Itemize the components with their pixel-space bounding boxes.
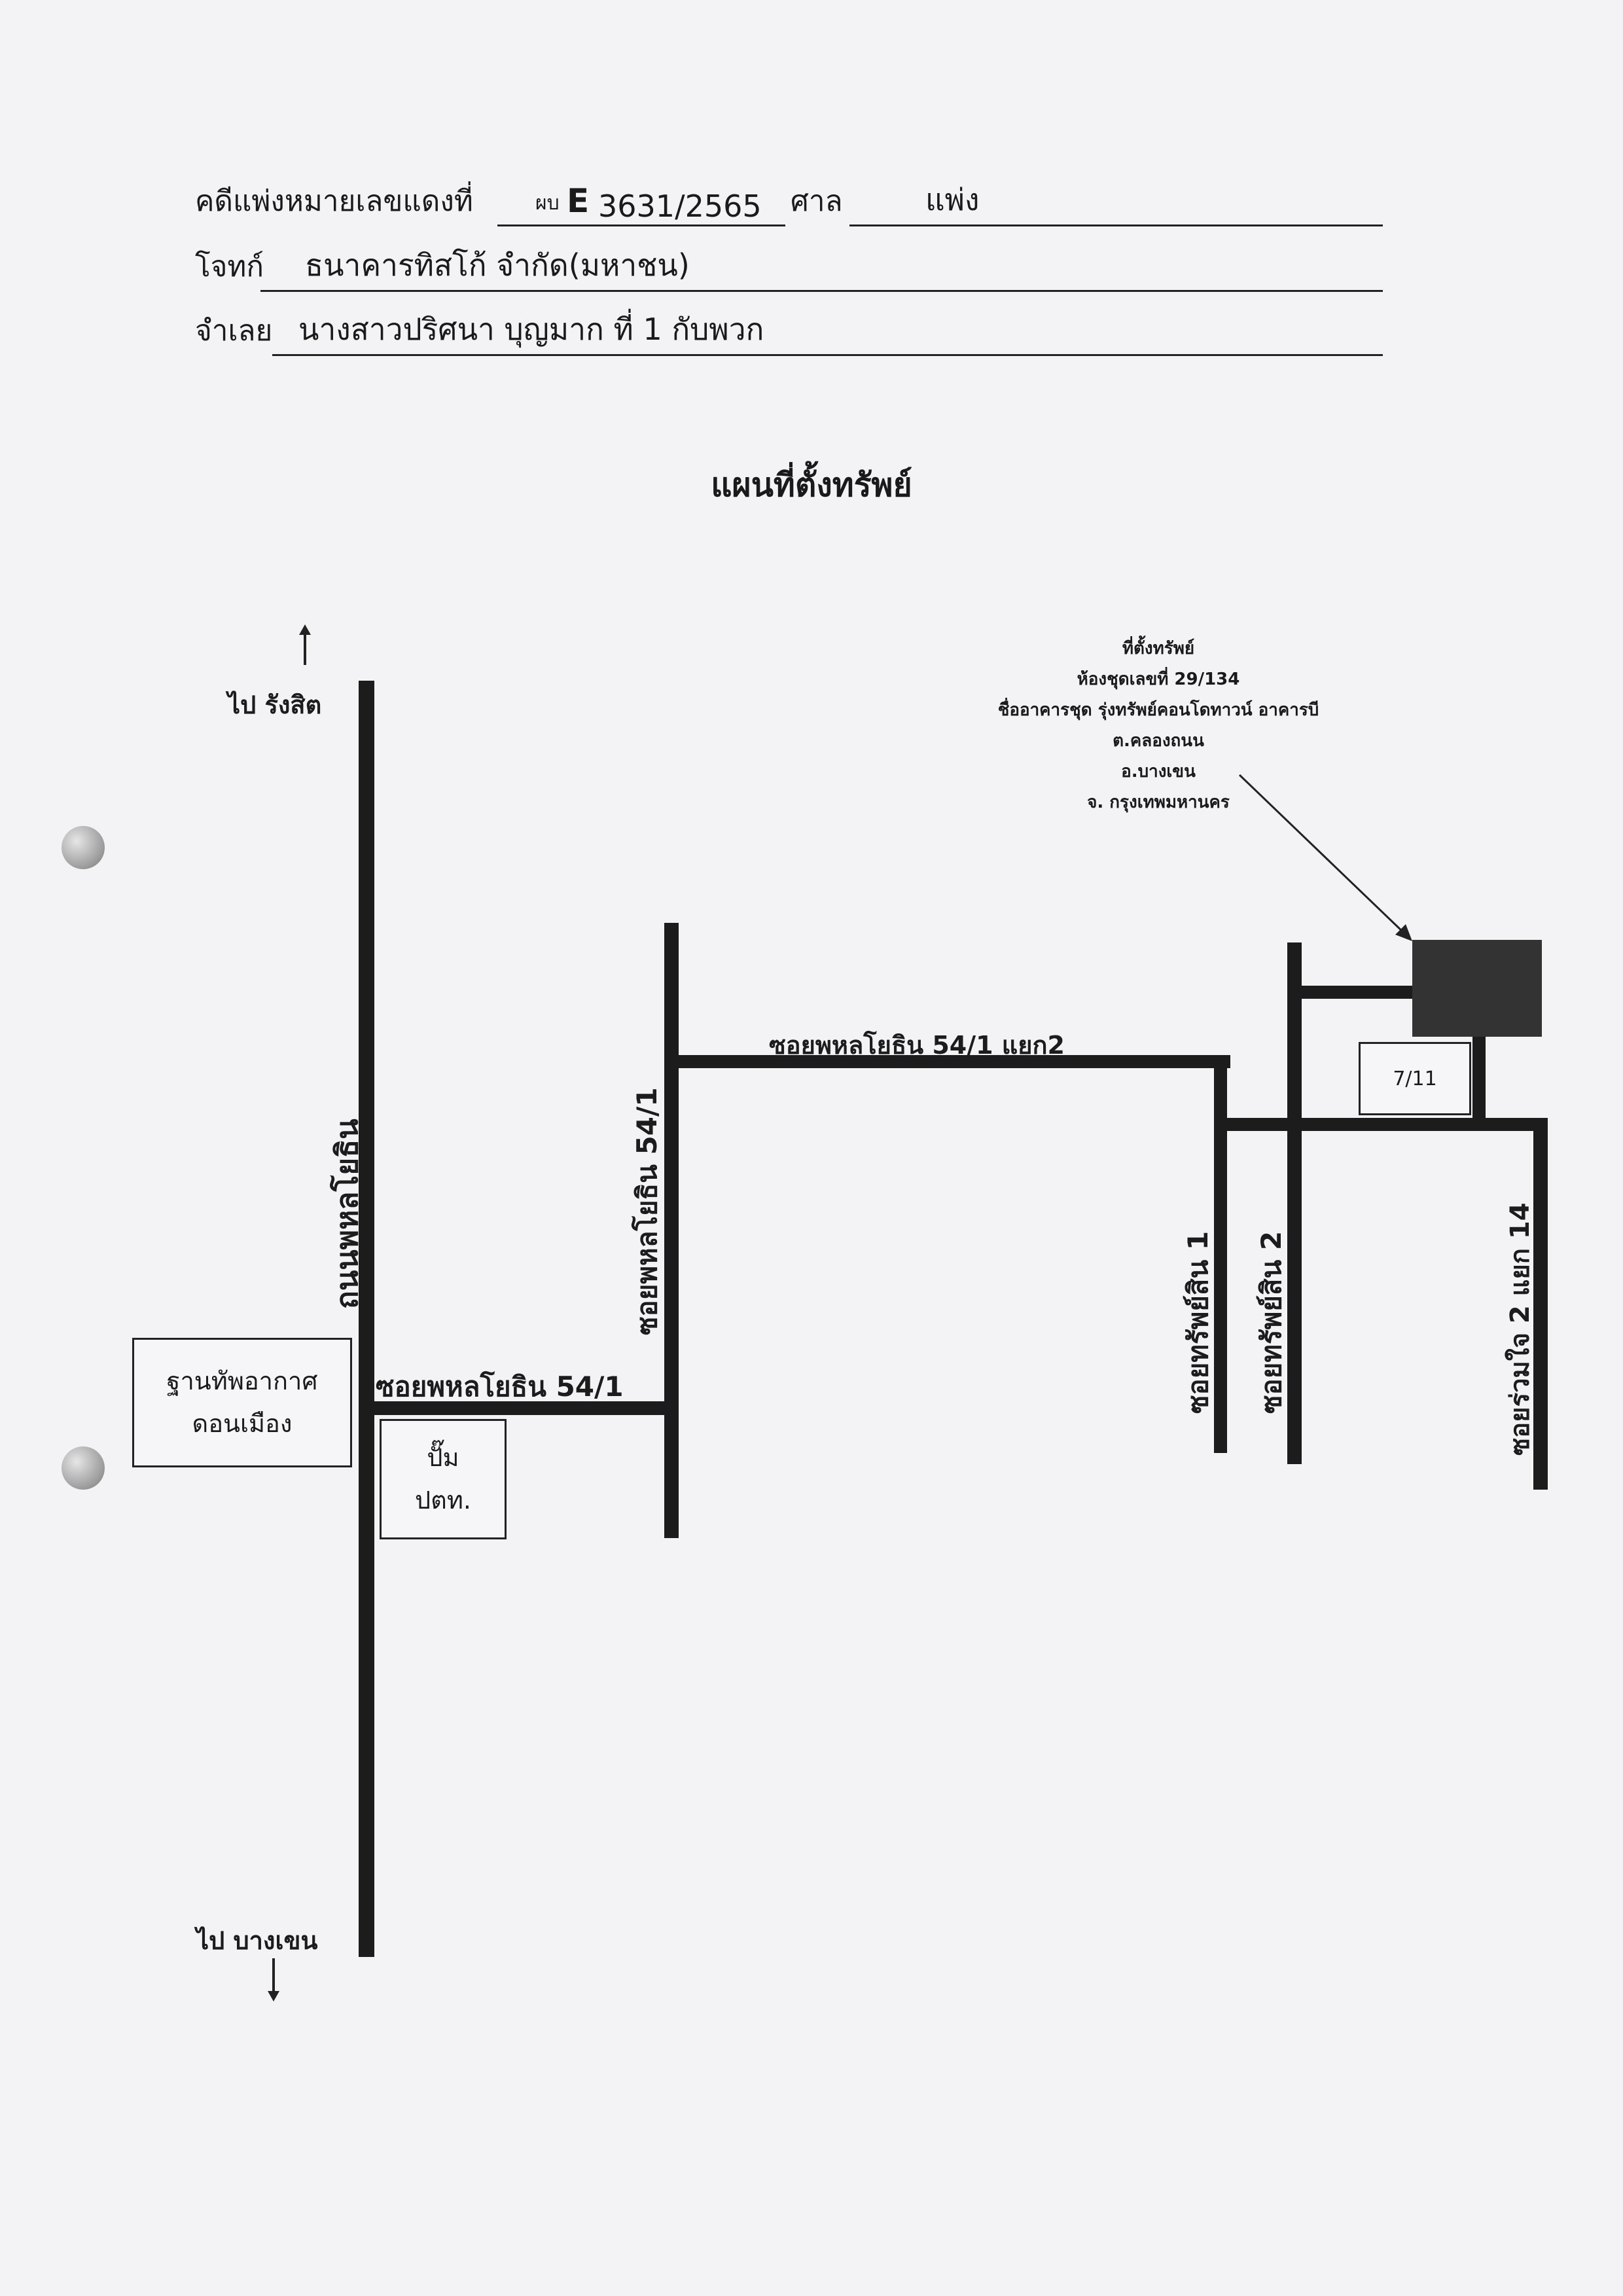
airbase-line-1: ฐานทัพอากาศ [166,1367,318,1396]
connector-road [1227,1118,1548,1131]
property-line-1: ห้องชุดเลขที่ 29/134 [1077,670,1240,689]
case-prefix: ผบ [535,192,560,215]
to-rangsit-label: ไป รังสิต [228,691,322,719]
branch-to-property-road [1302,986,1413,999]
gas-line-1: ปั๊ม [427,1443,459,1473]
plaintiff-underline [260,290,1383,292]
defendant-value: นางสาวปริศนา บุญมาก ที่ 1 กับพวก [298,312,764,347]
defendant-label: จำเลย [195,314,273,348]
case-number-row: คดีแพ่งหมายเลขแดงที่ ผบ E 3631/2565 ศาล … [195,182,1383,229]
soi-sapsin-1-label: ซอยทรัพย์สิน 1 [1182,1230,1214,1414]
court-value: แพ่ง [925,182,980,217]
property-pointer-arrow [1238,774,1412,941]
south-arrow-icon [268,1958,279,2001]
soi-54-1-vertical-label: ซอยพหลโยธิน 54/1 [631,1087,663,1335]
case-number-label: คดีแพ่งหมายเลขแดงที่ [195,185,473,218]
property-description: ที่ตั้งทรัพย์ ห้องชุดเลขที่ 29/134 ชื่ออ… [929,634,1387,818]
phahonyothin-road-label: ถนนพหลโยธิน [329,1119,365,1309]
ptt-gas-station-box: ปั๊ม ปตท. [380,1419,507,1539]
case-letter: E [567,182,590,220]
soi-sapsin-2-road [1287,942,1302,1464]
soi-ruamjai-label: ซอยร่วมใจ 2 แยก 14 [1505,1202,1535,1456]
plaintiff-label: โจทก์ [195,250,264,283]
airbase-donmueang-box: ฐานทัพอากาศ ดอนเมือง [132,1338,352,1467]
property-line-0: ที่ตั้งทรัพย์ [1122,639,1195,658]
property-block [1412,940,1542,1037]
gas-line-2: ปตท. [415,1486,471,1515]
soi-sapsin-2-label: ซอยทรัพย์สิน 2 [1255,1230,1287,1414]
soi-54-1-road [374,1401,678,1415]
binder-hole-bottom [62,1446,105,1490]
property-line-4: อ.บางเขน [1121,762,1196,781]
soi-54-1-branch2-road [679,1055,1230,1068]
plaintiff-value: ธนาคารทิสโก้ จำกัด(มหาชน) [305,247,690,283]
seven-eleven-box: 7/11 [1359,1042,1471,1115]
property-line-2: ชื่ออาคารชุด รุ่งทรัพย์คอนโดทาวน์ อาคารบ… [997,700,1319,720]
property-side-road [1472,1034,1486,1124]
to-bangkhen-label: ไป บางเขน [196,1926,318,1955]
soi-ruamjai-road [1533,1118,1548,1490]
case-number-value: 3631/2565 [598,188,762,224]
north-arrow-icon [299,624,311,665]
property-line-5: จ. กรุงเทพมหานคร [1087,793,1230,812]
property-line-3: ต.คลองถนน [1113,731,1204,751]
soi-54-1-vertical-road [664,923,679,1538]
binder-hole-top [62,826,105,869]
defendant-underline [272,354,1383,356]
soi-54-1-branch2-label: ซอยพหลโยธิน 54/1 แยก2 [769,1031,1065,1060]
airbase-line-2: ดอนเมือง [192,1409,293,1438]
soi-sapsin-1-road [1214,1055,1227,1453]
seven-eleven-label: 7/11 [1393,1067,1437,1090]
defendant-row: จำเลย นางสาวปริศนา บุญมาก ที่ 1 กับพวก [195,312,1383,359]
map-title: แผนที่ตั้งทรัพย์ [711,466,912,504]
court-label: ศาล [791,185,843,218]
soi-54-1-label: ซอยพหลโยธิน 54/1 [376,1371,624,1403]
court-underline [849,224,1383,226]
plaintiff-row: โจทก์ ธนาคารทิสโก้ จำกัด(มหาชน) [195,247,1383,295]
phahonyothin-road [359,681,374,1957]
case-number-underline [497,224,785,226]
